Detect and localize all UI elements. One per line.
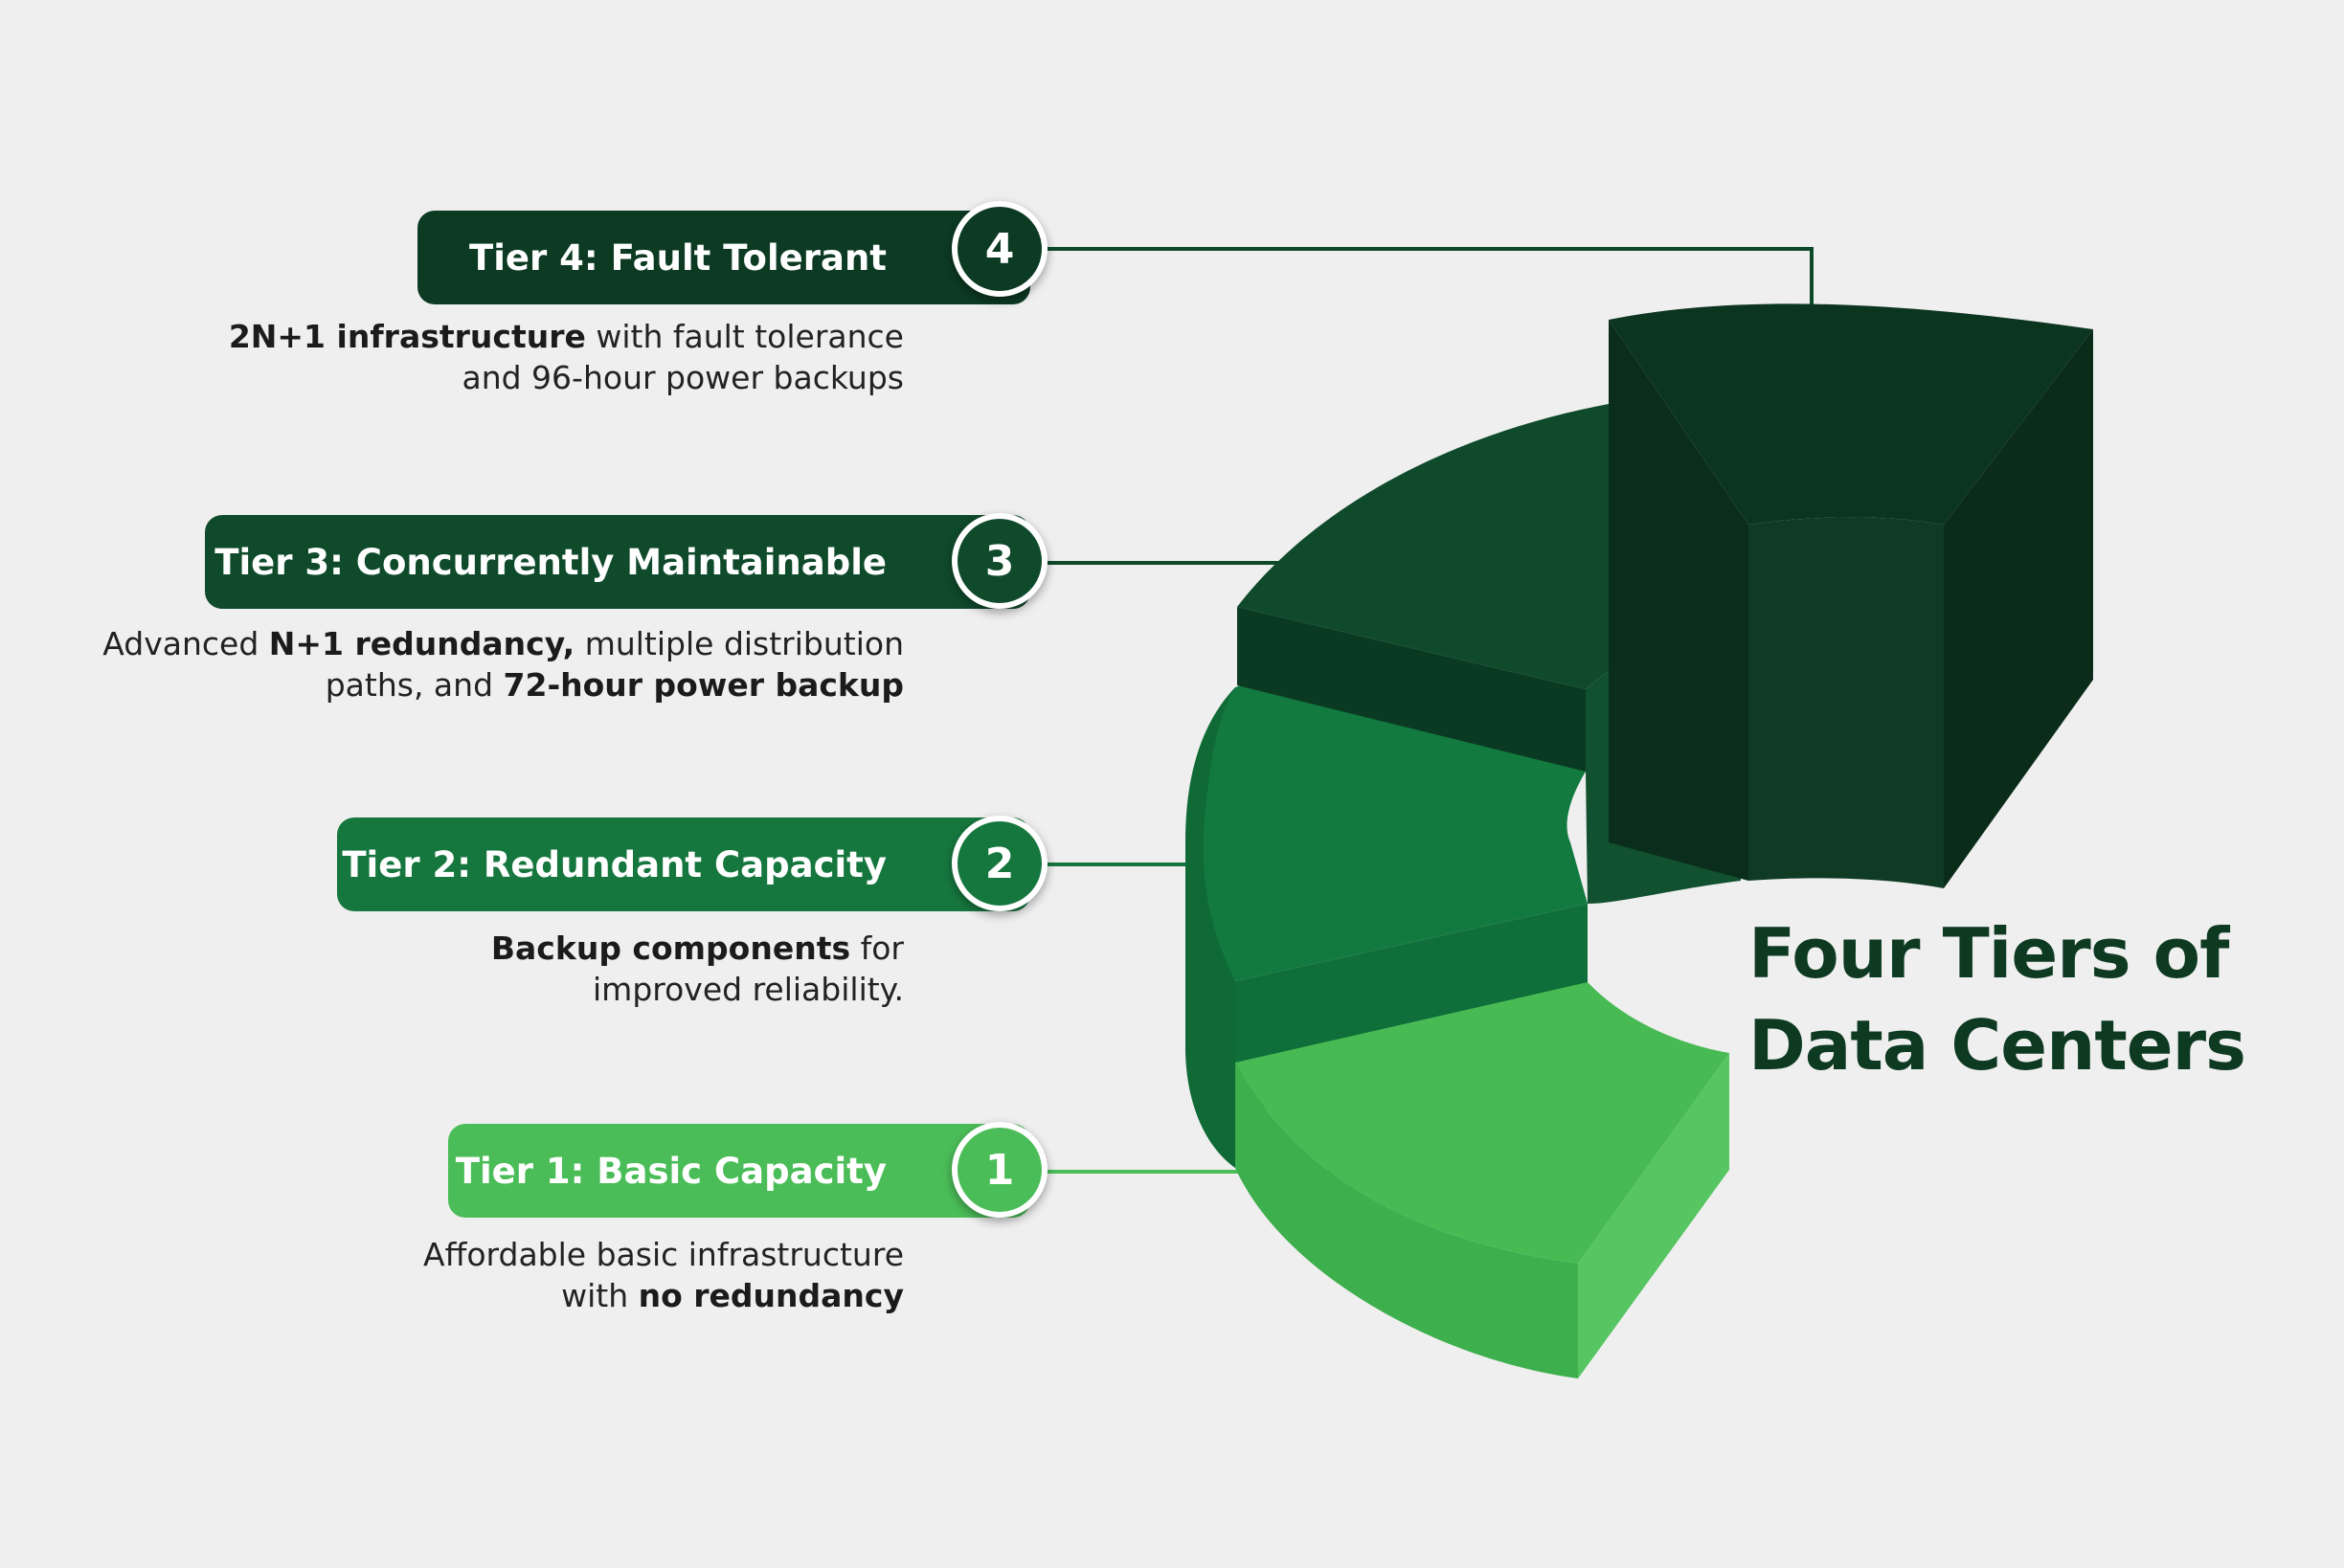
tier-2-desc-line-1: Backup components for — [490, 930, 904, 967]
tier-4-left-face — [1609, 320, 1748, 881]
tier-1-label-pill: Tier 1: Basic Capacity — [448, 1124, 1030, 1218]
tier-1-description: Affordable basic infrastructure with no … — [423, 1234, 904, 1316]
tier-4-right-face — [1944, 329, 2093, 888]
tier-3-description: Advanced N+1 redundancy, multiple distri… — [102, 623, 904, 706]
tier-1-outer-wall — [1235, 1063, 1578, 1378]
tier-2-desc-line-2: improved reliability. — [593, 971, 904, 1008]
tier-3-desc-line-1: Advanced N+1 redundancy, multiple distri… — [102, 625, 904, 662]
tier-1-top-face — [1235, 982, 1729, 1264]
tier-3-front-face — [1237, 607, 1586, 772]
tier-4-label: Tier 4: Fault Tolerant — [469, 236, 887, 279]
tier-1-desc-line-2: with no redundancy — [561, 1277, 904, 1314]
tier-2-number: 2 — [984, 839, 1015, 888]
tier-2-label: Tier 2: Redundant Capacity — [342, 843, 887, 885]
connector-tier-4 — [1046, 247, 1814, 304]
tier-2-number-badge: 2 — [952, 816, 1048, 911]
tier-2-label-pill: Tier 2: Redundant Capacity — [337, 818, 1030, 911]
ring-segment-tier-1 — [1235, 982, 1729, 1378]
tier-3-number-badge: 3 — [952, 513, 1048, 609]
tier-4-front-face — [1748, 517, 1944, 888]
tier-2-top-face — [1203, 681, 1588, 981]
tier-1-number-badge: 1 — [952, 1122, 1048, 1218]
tier-3-desc-line-2: paths, and 72-hour power backup — [325, 666, 904, 704]
tier-4-label-pill: Tier 4: Fault Tolerant — [417, 211, 1030, 304]
tier-4-desc-line-2: and 96-hour power backups — [462, 359, 904, 396]
tier-3-label: Tier 3: Concurrently Maintainable — [214, 541, 887, 583]
tier-3-label-pill: Tier 3: Concurrently Maintainable — [205, 515, 1030, 609]
tier-1-desc-line-1: Affordable basic infrastructure — [423, 1236, 904, 1273]
diagram-title-line-2: Data Centers — [1748, 1005, 2246, 1086]
tier-1-label: Tier 1: Basic Capacity — [455, 1150, 887, 1192]
diagram-title-line-1: Four Tiers of — [1748, 913, 2229, 994]
tier-4-top-face — [1609, 303, 2093, 525]
tier-4-number-badge: 4 — [952, 201, 1048, 297]
tier-4-description: 2N+1 infrastructure with fault tolerance… — [229, 316, 904, 398]
ring-segment-tier-4 — [1609, 303, 2093, 888]
tier-4-desc-line-1: 2N+1 infrastructure with fault tolerance — [228, 318, 904, 355]
tier-2-description: Backup components for improved reliabili… — [491, 928, 904, 1010]
tier-3-number: 3 — [984, 536, 1015, 586]
tier-4-number: 4 — [984, 224, 1015, 274]
tier-1-number: 1 — [984, 1145, 1015, 1195]
tier-1-right-face — [1578, 1053, 1729, 1378]
